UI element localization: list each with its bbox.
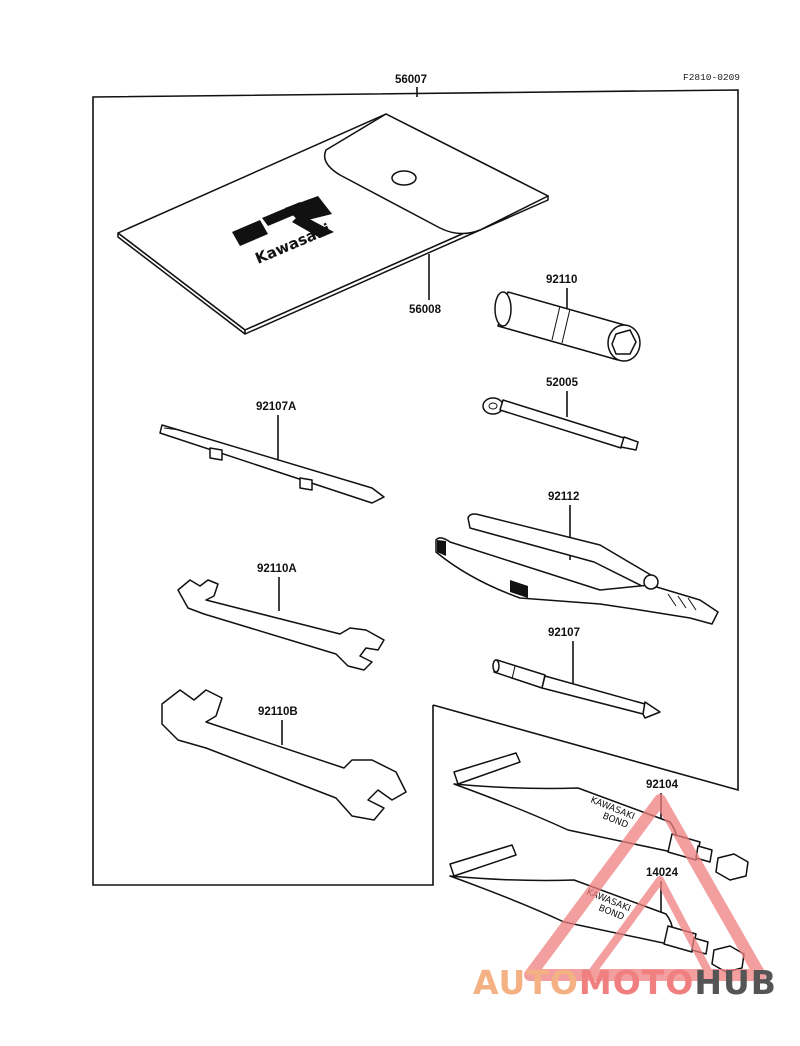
label-92107: 92107	[548, 627, 580, 639]
tool-pouch: Kawasaki	[117, 113, 549, 335]
handle-bar	[482, 397, 639, 451]
label-56007: 56007	[395, 74, 427, 86]
watermark-part-3: HUB	[694, 963, 777, 1002]
label-92110B: 92110B	[258, 706, 298, 718]
label-92110A: 92110A	[257, 563, 297, 575]
label-52005: 52005	[546, 377, 579, 389]
watermark-text: AUTOMOTOHUB	[473, 963, 793, 1003]
bond-tube-2: KAWASAKI BOND	[449, 844, 745, 973]
label-14024: 14024	[646, 867, 679, 879]
watermark-part-1: AUTO	[473, 963, 579, 1002]
screwdriver-double-ended	[159, 424, 385, 504]
label-92107A: 92107A	[256, 401, 296, 413]
label-92112: 92112	[548, 491, 579, 503]
plug-wrench	[494, 291, 641, 362]
pliers	[435, 513, 719, 625]
snap-button-icon	[391, 170, 417, 186]
wrench-small	[177, 579, 385, 671]
kit-frame	[92, 89, 739, 886]
label-92104: 92104	[646, 779, 679, 791]
wrench-large	[161, 689, 407, 821]
label-56008: 56008	[409, 304, 442, 316]
bond-tube-1: KAWASAKI BOND	[453, 752, 749, 881]
label-92110: 92110	[546, 274, 577, 286]
watermark-part-2: MOTO	[578, 963, 695, 1002]
screwdriver	[492, 659, 661, 719]
kawasaki-logo	[232, 196, 334, 246]
figure-code: F2810-0209	[683, 72, 740, 83]
watermark-triangle-icon	[524, 794, 766, 981]
